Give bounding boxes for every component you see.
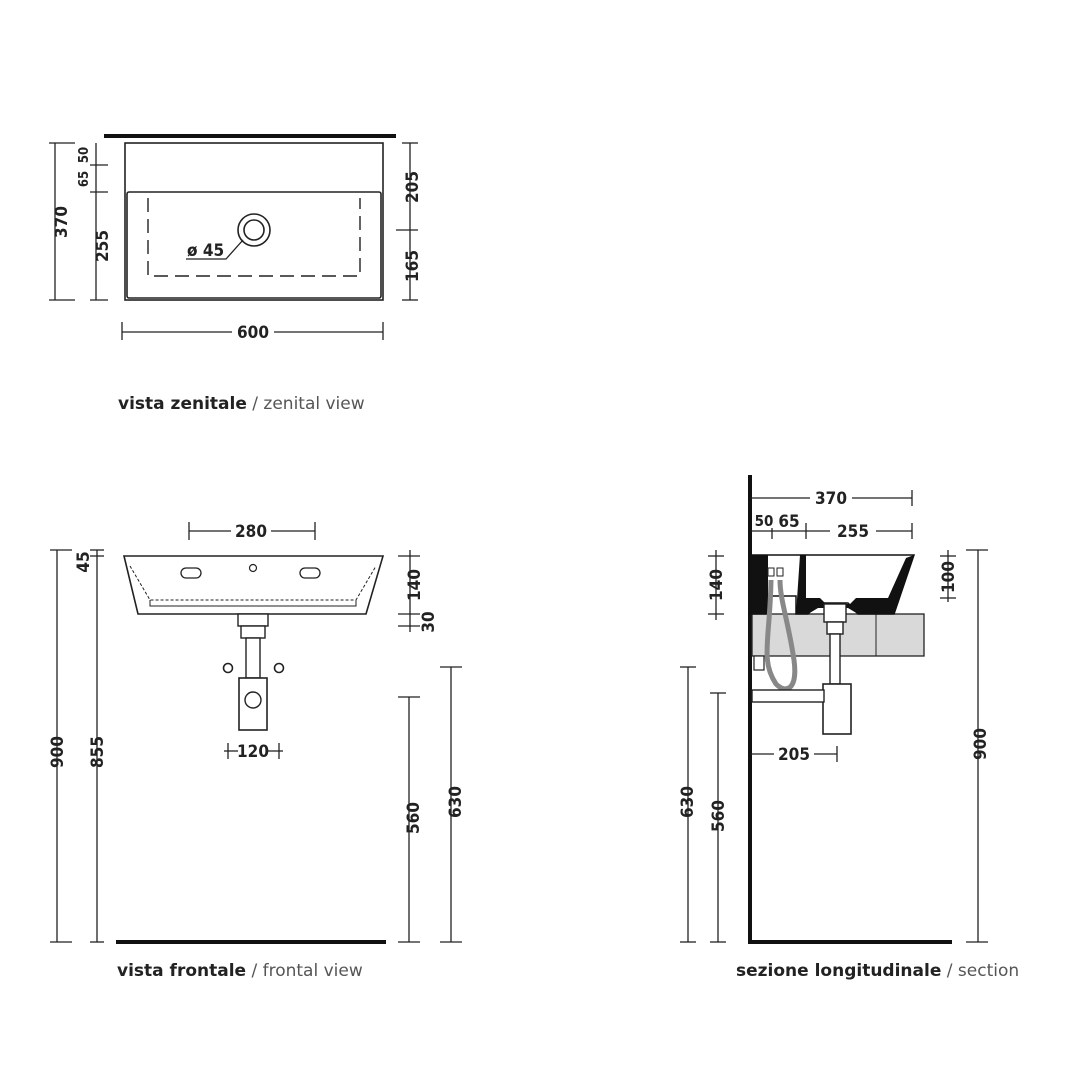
caption-frontal-it: vista frontale bbox=[117, 961, 247, 981]
dim-205: 205 bbox=[778, 745, 810, 765]
frontal-view: 280 120 900 45 855 140 30 560 bbox=[48, 522, 466, 944]
zenital-view: ø 45 370 50 65 255 205 165 600 bbox=[49, 134, 423, 343]
waste-pipe bbox=[751, 689, 825, 703]
dim-600: 600 bbox=[237, 323, 269, 343]
dim-65: 65 bbox=[77, 171, 92, 187]
wall-valve bbox=[753, 655, 765, 671]
siphon-cap bbox=[244, 691, 262, 709]
drain-nut bbox=[826, 621, 844, 635]
tap-hole-right bbox=[299, 567, 321, 579]
dim-560: 560 bbox=[404, 802, 424, 834]
dim-560: 560 bbox=[709, 800, 729, 832]
drain-flange bbox=[237, 613, 269, 627]
dim-370: 370 bbox=[815, 489, 847, 509]
tap-fixing bbox=[767, 567, 775, 577]
dim-255: 255 bbox=[93, 230, 113, 262]
dim-65: 65 bbox=[778, 512, 799, 532]
dim-900: 900 bbox=[48, 736, 68, 768]
dim-hole: ø 45 bbox=[187, 241, 224, 261]
dim-50: 50 bbox=[77, 147, 92, 163]
bowl-hidden-line bbox=[129, 565, 377, 601]
caption-section-it: sezione longitudinale bbox=[736, 961, 942, 981]
basin-wall-fill bbox=[796, 555, 914, 614]
drain-valve bbox=[823, 603, 847, 623]
dim-280: 280 bbox=[235, 522, 267, 542]
section-view: 370 50 65 255 140 100 205 900 bbox=[678, 475, 991, 944]
flexible-hose bbox=[764, 579, 798, 692]
dim-205: 205 bbox=[403, 171, 423, 203]
bowl-base bbox=[149, 600, 357, 607]
caption-section-en: section bbox=[957, 961, 1020, 981]
dim-630: 630 bbox=[446, 786, 466, 818]
caption-frontal: vista frontale / frontal view bbox=[117, 961, 363, 981]
dim-255: 255 bbox=[837, 522, 869, 542]
caption-section: sezione longitudinale / section bbox=[736, 961, 1019, 981]
dim-120: 120 bbox=[237, 742, 269, 762]
drain-pipe bbox=[245, 637, 261, 679]
caption-zenital-en: zenital view bbox=[263, 394, 365, 414]
drain-pipe bbox=[829, 633, 841, 685]
label-bg bbox=[754, 512, 800, 528]
drain-nut bbox=[240, 625, 266, 639]
dim-855: 855 bbox=[88, 736, 108, 768]
dim-140: 140 bbox=[707, 569, 727, 601]
caption-zenital: vista zenitale / zenital view bbox=[118, 394, 365, 414]
tap-fixing bbox=[776, 567, 784, 577]
caption-separator: / bbox=[251, 961, 258, 981]
bowl-dashed-edge bbox=[147, 198, 361, 277]
siphon-body bbox=[822, 683, 852, 735]
fixing-point-right bbox=[273, 662, 285, 674]
basin-back-fill bbox=[752, 555, 768, 614]
dim-45: 45 bbox=[74, 551, 94, 572]
label-bg bbox=[830, 522, 876, 540]
dim-100: 100 bbox=[939, 561, 959, 593]
dim-30: 30 bbox=[419, 611, 439, 632]
dim-140: 140 bbox=[405, 569, 425, 601]
dim-900: 900 bbox=[971, 728, 991, 760]
drain-hole-inner bbox=[243, 219, 265, 241]
caption-separator: / bbox=[252, 394, 258, 414]
dim-630: 630 bbox=[678, 786, 698, 818]
hole-leader bbox=[186, 239, 244, 260]
caption-zenital-it: vista zenitale bbox=[118, 394, 247, 414]
caption-frontal-en: frontal view bbox=[262, 961, 363, 981]
fixing-point-left bbox=[222, 662, 234, 674]
center-hole bbox=[248, 563, 258, 573]
dim-165: 165 bbox=[403, 250, 423, 282]
dim-370: 370 bbox=[52, 206, 72, 238]
caption-separator: / bbox=[946, 961, 953, 981]
tap-hole-left bbox=[180, 567, 202, 579]
dim-50: 50 bbox=[755, 512, 774, 530]
